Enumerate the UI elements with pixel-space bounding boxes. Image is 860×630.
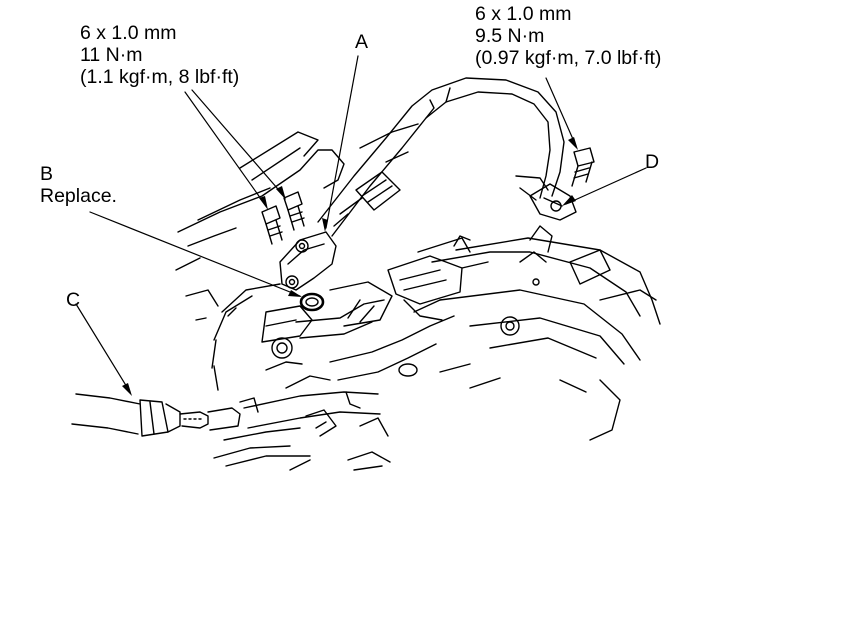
upper-shroud — [175, 123, 419, 271]
callout-letter-a: A — [355, 31, 369, 53]
right-torque-callout: 6 x 1.0 mm 9.5 N·m (0.97 kgf·m, 7.0 lbf·… — [475, 3, 661, 69]
callout-letter-d: D — [645, 151, 660, 173]
left-torque-size: 6 x 1.0 mm — [80, 22, 177, 44]
compressor-flange — [261, 281, 393, 359]
right-torque-value: 9.5 N·m — [475, 25, 545, 47]
middle-brackets — [265, 237, 489, 409]
bolt-group-left — [261, 191, 305, 245]
callout-b: B Replace. — [40, 163, 117, 207]
hose-block-a — [279, 231, 337, 291]
right-torque-imperial: (0.97 kgf·m, 7.0 lbf·ft) — [475, 47, 662, 69]
suction-hose-c — [71, 393, 259, 437]
left-torque-value: 11 N·m — [80, 44, 143, 66]
lower-lines — [213, 363, 501, 471]
engine-block — [413, 225, 661, 441]
compressor-pulley — [185, 283, 281, 391]
upper-refrigerant-hose — [317, 77, 565, 237]
callout-letter-b: B — [40, 163, 54, 185]
callout-b-note: Replace. — [40, 185, 117, 207]
bolt-and-clamp-d — [515, 147, 595, 221]
leader-lines — [75, 55, 647, 393]
leader-arrowheads — [122, 137, 578, 396]
callout-letter-c: C — [66, 289, 81, 311]
left-torque-callout: 6 x 1.0 mm 11 N·m (1.1 kgf·m, 8 lbf·ft) — [80, 22, 239, 88]
o-ring-b — [299, 292, 325, 312]
right-torque-size: 6 x 1.0 mm — [475, 3, 572, 25]
left-torque-imperial: (1.1 kgf·m, 8 lbf·ft) — [80, 66, 240, 88]
